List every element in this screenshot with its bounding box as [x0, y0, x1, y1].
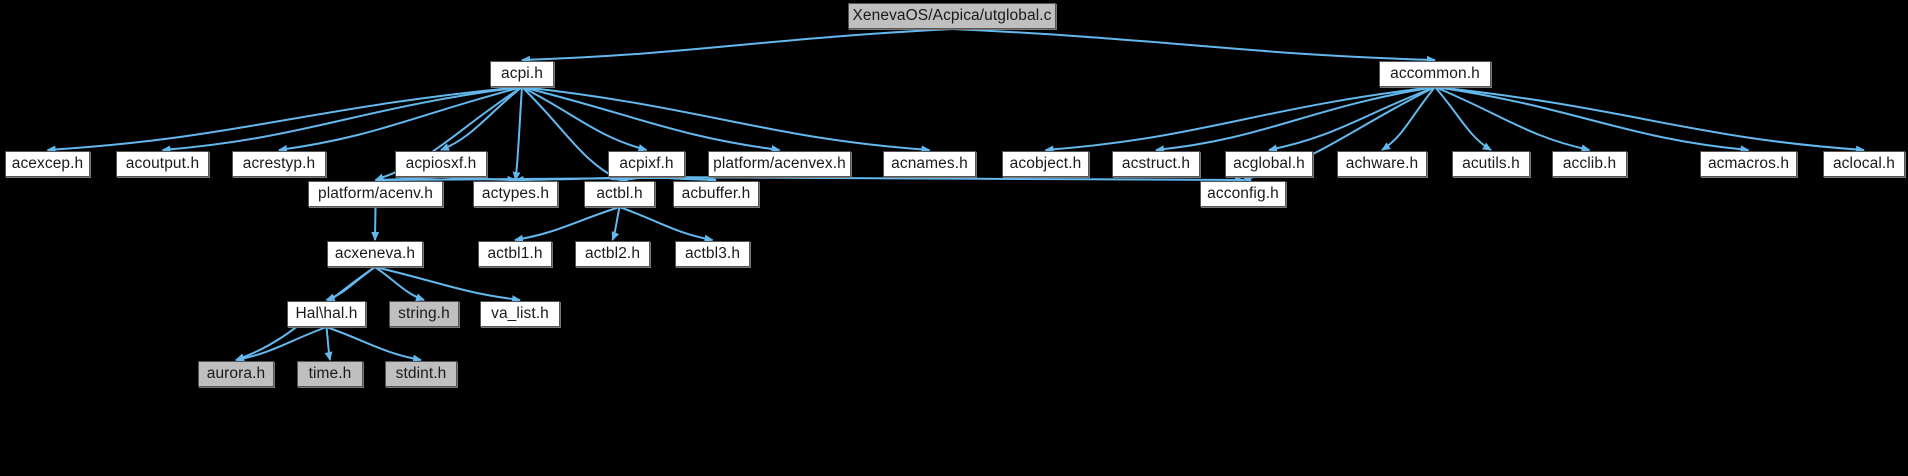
graph-node-acglobal[interactable]: acglobal.h [1225, 151, 1313, 177]
graph-node-acpiosxf[interactable]: acpiosxf.h [395, 151, 487, 177]
graph-node-halhal[interactable]: Hal\hal.h [287, 301, 366, 327]
edge-acpiosxf-to-acenv [374, 175, 442, 184]
edge-accommon-to-acobject [1044, 86, 1436, 154]
edge-halhal-to-stdint [326, 326, 422, 363]
graph-node-acclib[interactable]: acclib.h [1552, 151, 1627, 177]
edge-accommon-to-acutils [1434, 86, 1492, 151]
graph-node-acenv[interactable]: platform/acenv.h [308, 181, 443, 207]
graph-node-acrestyp[interactable]: acrestyp.h [232, 151, 326, 177]
edge-halhal-to-time [324, 326, 333, 361]
graph-node-acpixf[interactable]: acpixf.h [608, 151, 685, 177]
graph-node-acobject[interactable]: acobject.h [1002, 151, 1089, 177]
graph-node-utglobal[interactable]: XenevaOS/Acpica/utglobal.c [848, 3, 1056, 29]
edge-acxeneva-to-string [374, 266, 425, 302]
graph-node-time[interactable]: time.h [297, 361, 363, 387]
edge-acpi-to-acoutput [161, 86, 523, 154]
edge-accommon-to-achware [1381, 86, 1436, 151]
graph-node-actbl[interactable]: actbl.h [584, 181, 655, 207]
edge-accommon-to-acstruct [1155, 86, 1436, 154]
edge-acpiosxf-to-actypes [440, 175, 517, 184]
edge-utglobal-to-accommon [951, 28, 1436, 64]
edge-acpixf-to-acbuffer [646, 175, 717, 184]
graph-node-acutils[interactable]: acutils.h [1452, 151, 1530, 177]
graph-node-actypes[interactable]: actypes.h [473, 181, 558, 207]
graph-node-acenvex[interactable]: platform/acenvex.h [708, 151, 851, 177]
graph-node-acoutput[interactable]: acoutput.h [116, 151, 209, 177]
graph-node-accommon[interactable]: accommon.h [1379, 61, 1491, 87]
edge-accommon-to-acclib [1434, 86, 1591, 153]
edge-acpi-to-acexcep [46, 86, 523, 154]
edge-acpi-to-actypes [512, 86, 523, 181]
edge-acpixf-to-acconfig [646, 175, 1244, 184]
edge-acxeneva-to-halhal [325, 266, 376, 302]
graph-node-acxeneva[interactable]: acxeneva.h [327, 241, 423, 267]
edge-accommon-to-aclocal [1434, 86, 1865, 154]
graph-node-achware[interactable]: achware.h [1337, 151, 1427, 177]
edge-acenv-to-acxeneva [371, 206, 380, 241]
edge-acpi-to-acnames [521, 86, 931, 154]
edge-accommon-to-acglobal [1268, 86, 1436, 153]
edge-acpixf-to-actbl [618, 175, 647, 184]
graph-node-acexcep[interactable]: acexcep.h [5, 151, 90, 177]
graph-node-actbl1[interactable]: actbl1.h [478, 241, 552, 267]
edge-actbl-to-actbl2 [611, 206, 621, 241]
edge-halhal-to-aurora [235, 326, 327, 363]
graph-node-actbl2[interactable]: actbl2.h [575, 241, 650, 267]
edge-utglobal-to-acpi [521, 28, 953, 64]
graph-node-actbl3[interactable]: actbl3.h [675, 241, 750, 267]
edge-acpi-to-actbl [521, 86, 621, 181]
graph-node-acconfig[interactable]: acconfig.h [1200, 181, 1286, 207]
edge-acpi-to-acpixf [521, 86, 648, 152]
graph-node-acpi[interactable]: acpi.h [490, 61, 554, 87]
graph-node-acbuffer[interactable]: acbuffer.h [673, 181, 759, 207]
edge-acpixf-to-actypes [514, 175, 647, 184]
graph-node-aurora[interactable]: aurora.h [198, 361, 274, 387]
edge-acpi-to-acpiosxf [440, 86, 523, 151]
edge-acxeneva-to-valist [374, 266, 521, 304]
graph-node-valist[interactable]: va_list.h [480, 301, 560, 327]
graph-node-string[interactable]: string.h [389, 301, 459, 327]
edge-actbl-to-actbl1 [514, 206, 620, 243]
graph-node-acmacros[interactable]: acmacros.h [1700, 151, 1797, 177]
graph-node-aclocal[interactable]: aclocal.h [1823, 151, 1905, 177]
graph-node-acnames[interactable]: acnames.h [883, 151, 976, 177]
edge-actbl-to-actbl3 [619, 206, 714, 243]
graph-node-acstruct[interactable]: acstruct.h [1112, 151, 1200, 177]
edge-acpi-to-acenvex [521, 86, 781, 153]
graph-node-stdint[interactable]: stdint.h [385, 361, 457, 387]
edge-acpi-to-acrestyp [278, 86, 523, 153]
edge-acenvex-to-acenv [374, 175, 780, 184]
edge-accommon-to-acmacros [1434, 86, 1750, 154]
